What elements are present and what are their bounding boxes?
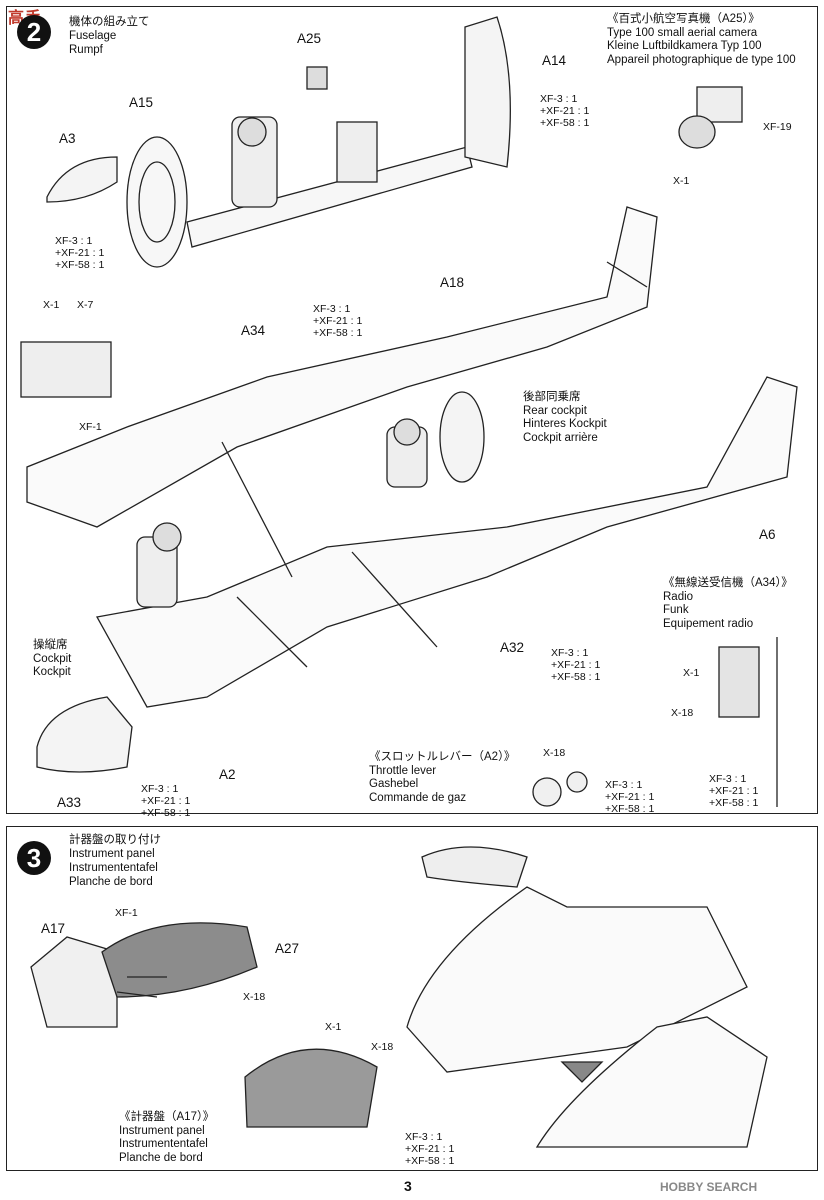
color-mix-a14: XF-3 : 1+XF-21 : 1+XF-58 : 1	[540, 93, 590, 129]
part-label-a3: A3	[59, 131, 76, 146]
part-label-a2: A2	[219, 767, 236, 782]
color-mix-a3: XF-3 : 1+XF-21 : 1+XF-58 : 1	[55, 235, 105, 271]
color-mix-throttle: XF-3 : 1+XF-21 : 1+XF-58 : 1	[605, 779, 655, 815]
part-label-a15: A15	[129, 95, 154, 110]
step-2-number: 2	[17, 15, 51, 49]
color-x1-camera: X-1	[673, 175, 690, 187]
part-label-a27: A27	[275, 941, 300, 956]
page-number: 3	[404, 1178, 412, 1194]
color-x18-radio: X-18	[671, 707, 694, 719]
fuselage-assembly-drawing	[20, 16, 798, 807]
color-xf1-a27: XF-1	[115, 907, 138, 919]
part-label-a18: A18	[440, 275, 465, 290]
part-label-a14: A14	[542, 53, 567, 68]
color-x1-radio: X-1	[683, 667, 700, 679]
color-x1-a17: X-1	[325, 1021, 342, 1033]
color-xf1-panel: XF-1	[79, 421, 102, 433]
part-label-a32: A32	[500, 640, 525, 655]
instrument-panel-drawing	[30, 846, 768, 1148]
color-xf19-camera: XF-19	[763, 121, 792, 133]
step-2-panel: 2 機体の組み立て Fuselage Rumpf	[6, 6, 818, 819]
color-x7-panel: X-7	[77, 299, 94, 311]
step-2-title: 機体の組み立て Fuselage Rumpf	[69, 16, 150, 56]
color-mix-a18: XF-3 : 1+XF-21 : 1+XF-58 : 1	[313, 303, 363, 339]
color-mix-a33: XF-3 : 1+XF-21 : 1+XF-58 : 1	[141, 783, 191, 819]
color-x18-a27: X-18	[243, 991, 266, 1003]
color-x1-panel: X-1	[43, 299, 60, 311]
part-label-a33: A33	[57, 795, 82, 810]
color-x18-throttle: X-18	[543, 747, 566, 759]
part-label-a17: A17	[41, 921, 66, 936]
color-x18-a17: X-18	[371, 1041, 394, 1053]
camera-inset-caption: 《百式小航空写真機（A25）》Type 100 small aerial cam…	[607, 13, 796, 66]
step-3-number: 3	[17, 841, 51, 875]
part-label-a34: A34	[241, 323, 266, 338]
color-mix-radio: XF-3 : 1+XF-21 : 1+XF-58 : 1	[709, 773, 759, 809]
watermark-text: HOBBY SEARCH	[660, 1180, 758, 1194]
part-label-a25: A25	[297, 31, 322, 46]
color-mix-a17: XF-3 : 1+XF-21 : 1+XF-58 : 1	[405, 1131, 455, 1167]
instrument-panel-inset-caption: 《計器盤（A17）》Instrument panel Instrumentent…	[119, 1111, 215, 1164]
color-mix-a32: XF-3 : 1+XF-21 : 1+XF-58 : 1	[551, 647, 601, 683]
part-label-a6: A6	[759, 527, 776, 542]
